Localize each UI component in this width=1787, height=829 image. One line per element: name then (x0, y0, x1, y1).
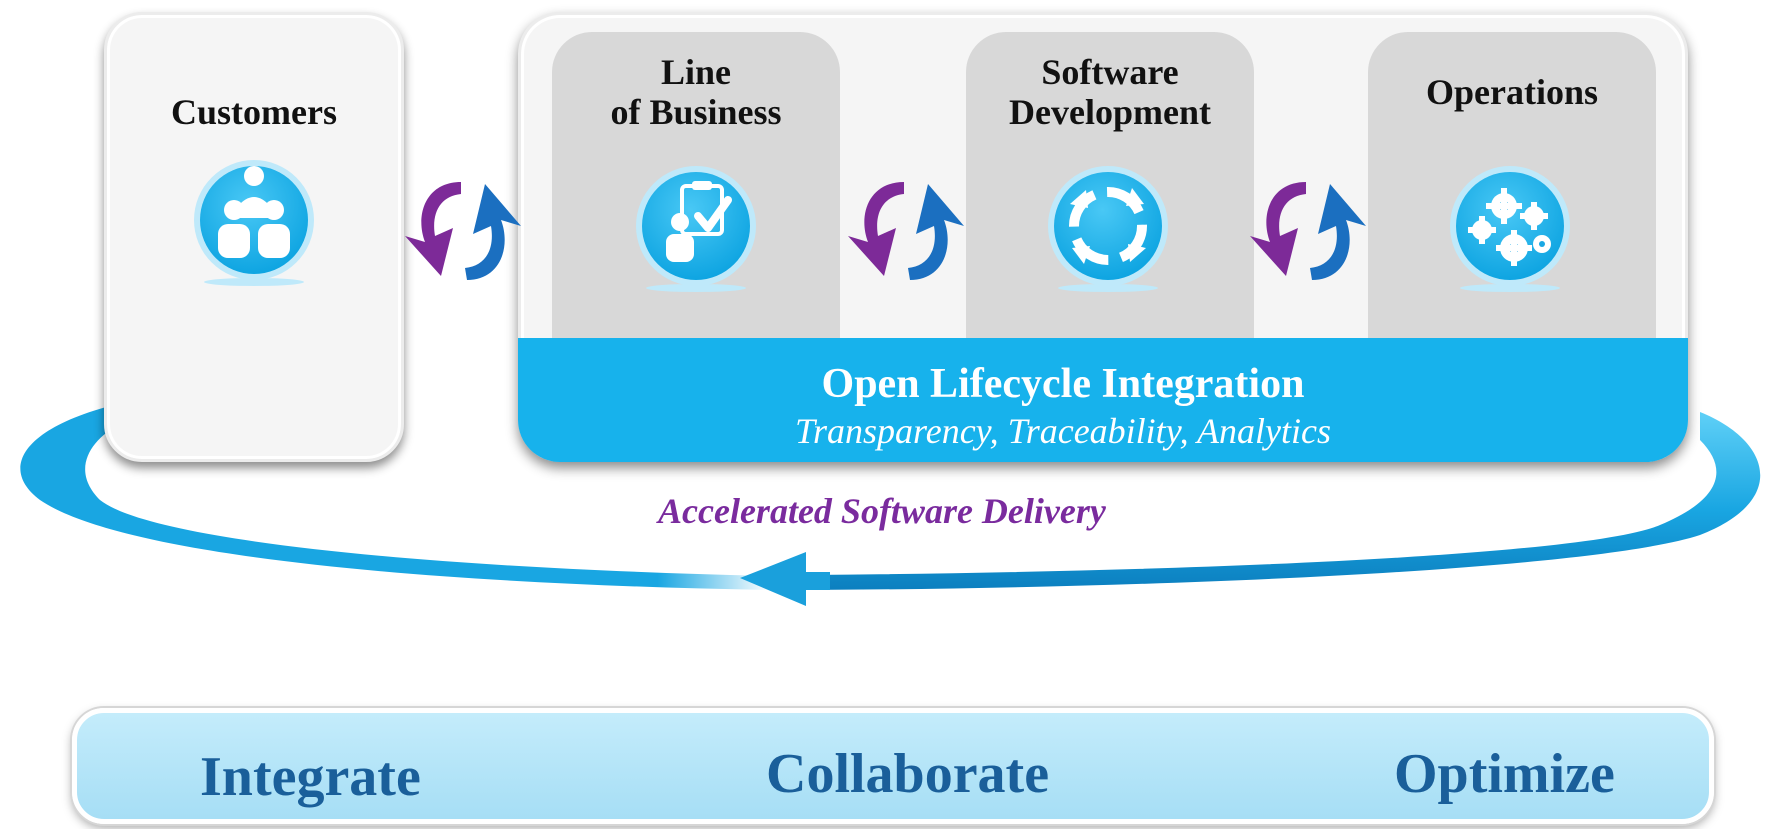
software-development-label: Software Development (1009, 52, 1211, 132)
sync-arrows-icon (848, 182, 964, 280)
optimize-label: Optimize (1394, 743, 1615, 805)
collaborate-label: Collaborate (766, 743, 1050, 805)
customers-people-icon (194, 160, 314, 286)
gears-icon (1450, 166, 1570, 292)
operations-label: Operations (1425, 72, 1598, 112)
integration-subtitle: Transparency, Traceability, Analytics (795, 411, 1331, 451)
sync-arrows-icon (405, 182, 521, 280)
integration-title: Open Lifecycle Integration (821, 361, 1305, 407)
integrate-label: Integrate (200, 746, 421, 808)
clipboard-checklist-icon (636, 166, 756, 292)
loop-label: Accelerated Software Delivery (658, 491, 1106, 531)
line-of-business-label: Line of Business (610, 52, 782, 132)
customers-label: Customers (171, 92, 337, 132)
cycle-arrows-icon (1048, 166, 1168, 292)
integration-banner (518, 338, 1688, 462)
sync-arrows-icon (1250, 182, 1366, 280)
value-bar (72, 708, 1714, 824)
